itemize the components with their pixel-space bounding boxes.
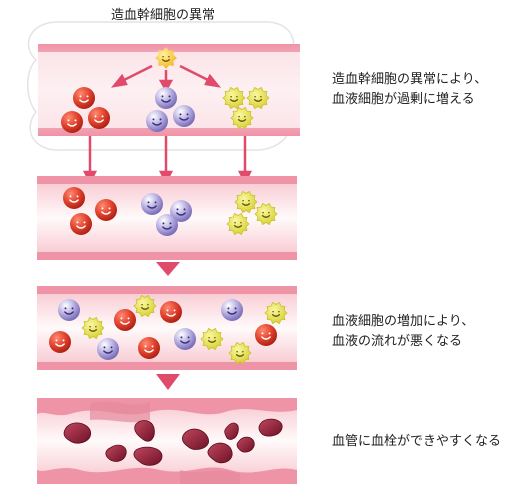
vessel-crowded [37,286,297,370]
blood-clot-icon [207,442,233,464]
white-blood-cell-icon [155,87,177,109]
blood-clot-icon [182,428,210,450]
platelet-icon [246,86,270,110]
caption-step2-line1: 血液細胞の増加により、 [332,314,475,329]
platelet-icon [200,327,224,351]
caption-step3: 血管に血栓ができやすくなる [332,432,517,452]
down-arrow-icon [156,374,180,390]
red-blood-cell-icon [160,301,182,323]
blood-clot-icon [105,444,127,462]
caption-step1: 造血幹細胞の異常により、 血液細胞が過剰に増える [332,70,517,110]
platelet-icon [234,190,258,214]
blood-clot-icon [133,446,163,466]
red-blood-cell-icon [73,87,95,109]
platelet-icon [222,86,246,110]
platelet-icon [81,316,105,340]
red-blood-cell-icon [61,111,83,133]
caption-step1-line2: 血液細胞が過剰に増える [332,92,475,107]
white-blood-cell-icon [141,193,163,215]
red-blood-cell-icon [88,107,110,129]
white-blood-cell-icon [146,110,168,132]
blood-clot-icon [134,420,155,442]
platelet-icon [226,212,250,236]
blood-clot-icon [63,422,92,444]
caption-step3-line1: 血管に血栓ができやすくなる [332,434,502,449]
platelet-icon [228,341,252,365]
page-title: 造血幹細胞の異常 [110,8,215,23]
white-blood-cell-icon [221,299,243,321]
white-blood-cell-icon [173,105,195,127]
white-blood-cell-icon [156,214,178,236]
white-blood-cell-icon [58,299,80,321]
red-blood-cell-icon [49,331,71,353]
red-blood-cell-icon [95,199,117,221]
caption-step2: 血液細胞の増加により、 血液の流れが悪くなる [332,312,517,352]
caption-step2-line2: 血液の流れが悪くなる [332,334,463,349]
red-blood-cell-icon [70,213,92,235]
red-blood-cell-icon [114,309,136,331]
blood-clot-icon [236,436,255,453]
red-blood-cell-icon [63,187,85,209]
stem-cell-icon [155,47,177,69]
down-arrow-icon [156,262,180,276]
white-blood-cell-icon [170,200,192,222]
caption-step1-line1: 造血幹細胞の異常により、 [332,72,488,87]
platelet-icon [264,301,288,325]
red-blood-cell-icon [138,337,160,359]
blood-clot-icon [224,422,239,440]
platelet-icon [254,202,278,226]
blood-clot-icon [258,418,283,437]
white-blood-cell-icon [174,328,196,350]
platelet-icon [230,106,254,130]
red-blood-cell-icon [255,324,277,346]
white-blood-cell-icon [97,338,119,360]
platelet-icon [133,294,157,318]
divergence-arrows [110,64,222,93]
